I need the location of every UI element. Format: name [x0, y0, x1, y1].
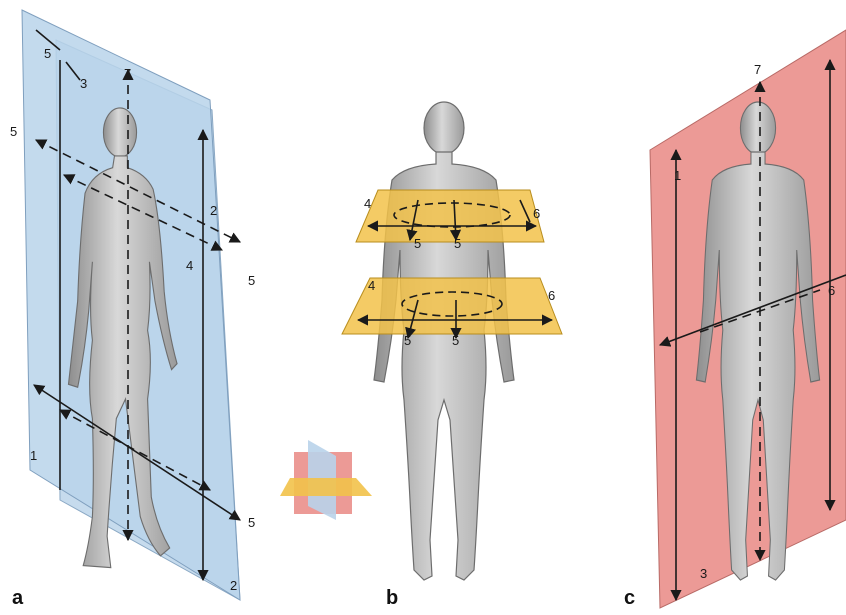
plane-orientation-icon	[280, 440, 372, 520]
label-4: 4	[186, 258, 193, 273]
label-5-bottom: 5	[248, 515, 255, 530]
panel-a: 5 3 7 5 2 4 5 5 1 2 a	[10, 10, 255, 609]
panel-b: 4 6 5 5 4 6 5 5 b	[280, 102, 562, 609]
label-1: 1	[30, 448, 37, 463]
body-figure-b	[374, 102, 514, 580]
label-7-c: 7	[754, 62, 761, 77]
label-4-lower: 4	[368, 278, 375, 293]
label-5-lower-left: 5	[404, 333, 411, 348]
label-1-c: 1	[674, 168, 681, 183]
transverse-plane-upper	[356, 190, 544, 242]
panel-label-a: a	[12, 587, 24, 609]
label-3: 3	[80, 76, 87, 91]
label-7: 7	[124, 66, 131, 81]
label-5-top: 5	[44, 46, 51, 61]
label-5-lower-right: 5	[452, 333, 459, 348]
label-5-upper-left: 5	[414, 236, 421, 251]
label-5-right: 5	[248, 273, 255, 288]
label-3-c: 3	[700, 566, 707, 581]
label-6-upper: 6	[533, 206, 540, 221]
label-2-bottom: 2	[230, 578, 237, 593]
label-4-upper: 4	[364, 196, 371, 211]
panel-label-c: c	[624, 587, 635, 609]
label-6-lower: 6	[548, 288, 555, 303]
label-5-upper-right: 5	[454, 236, 461, 251]
panel-c: 7 1 6 3 c	[624, 30, 846, 609]
label-2-mid: 2	[210, 203, 217, 218]
panel-label-b: b	[386, 587, 398, 609]
label-6-c: 6	[828, 283, 835, 298]
label-5-left: 5	[10, 124, 17, 139]
